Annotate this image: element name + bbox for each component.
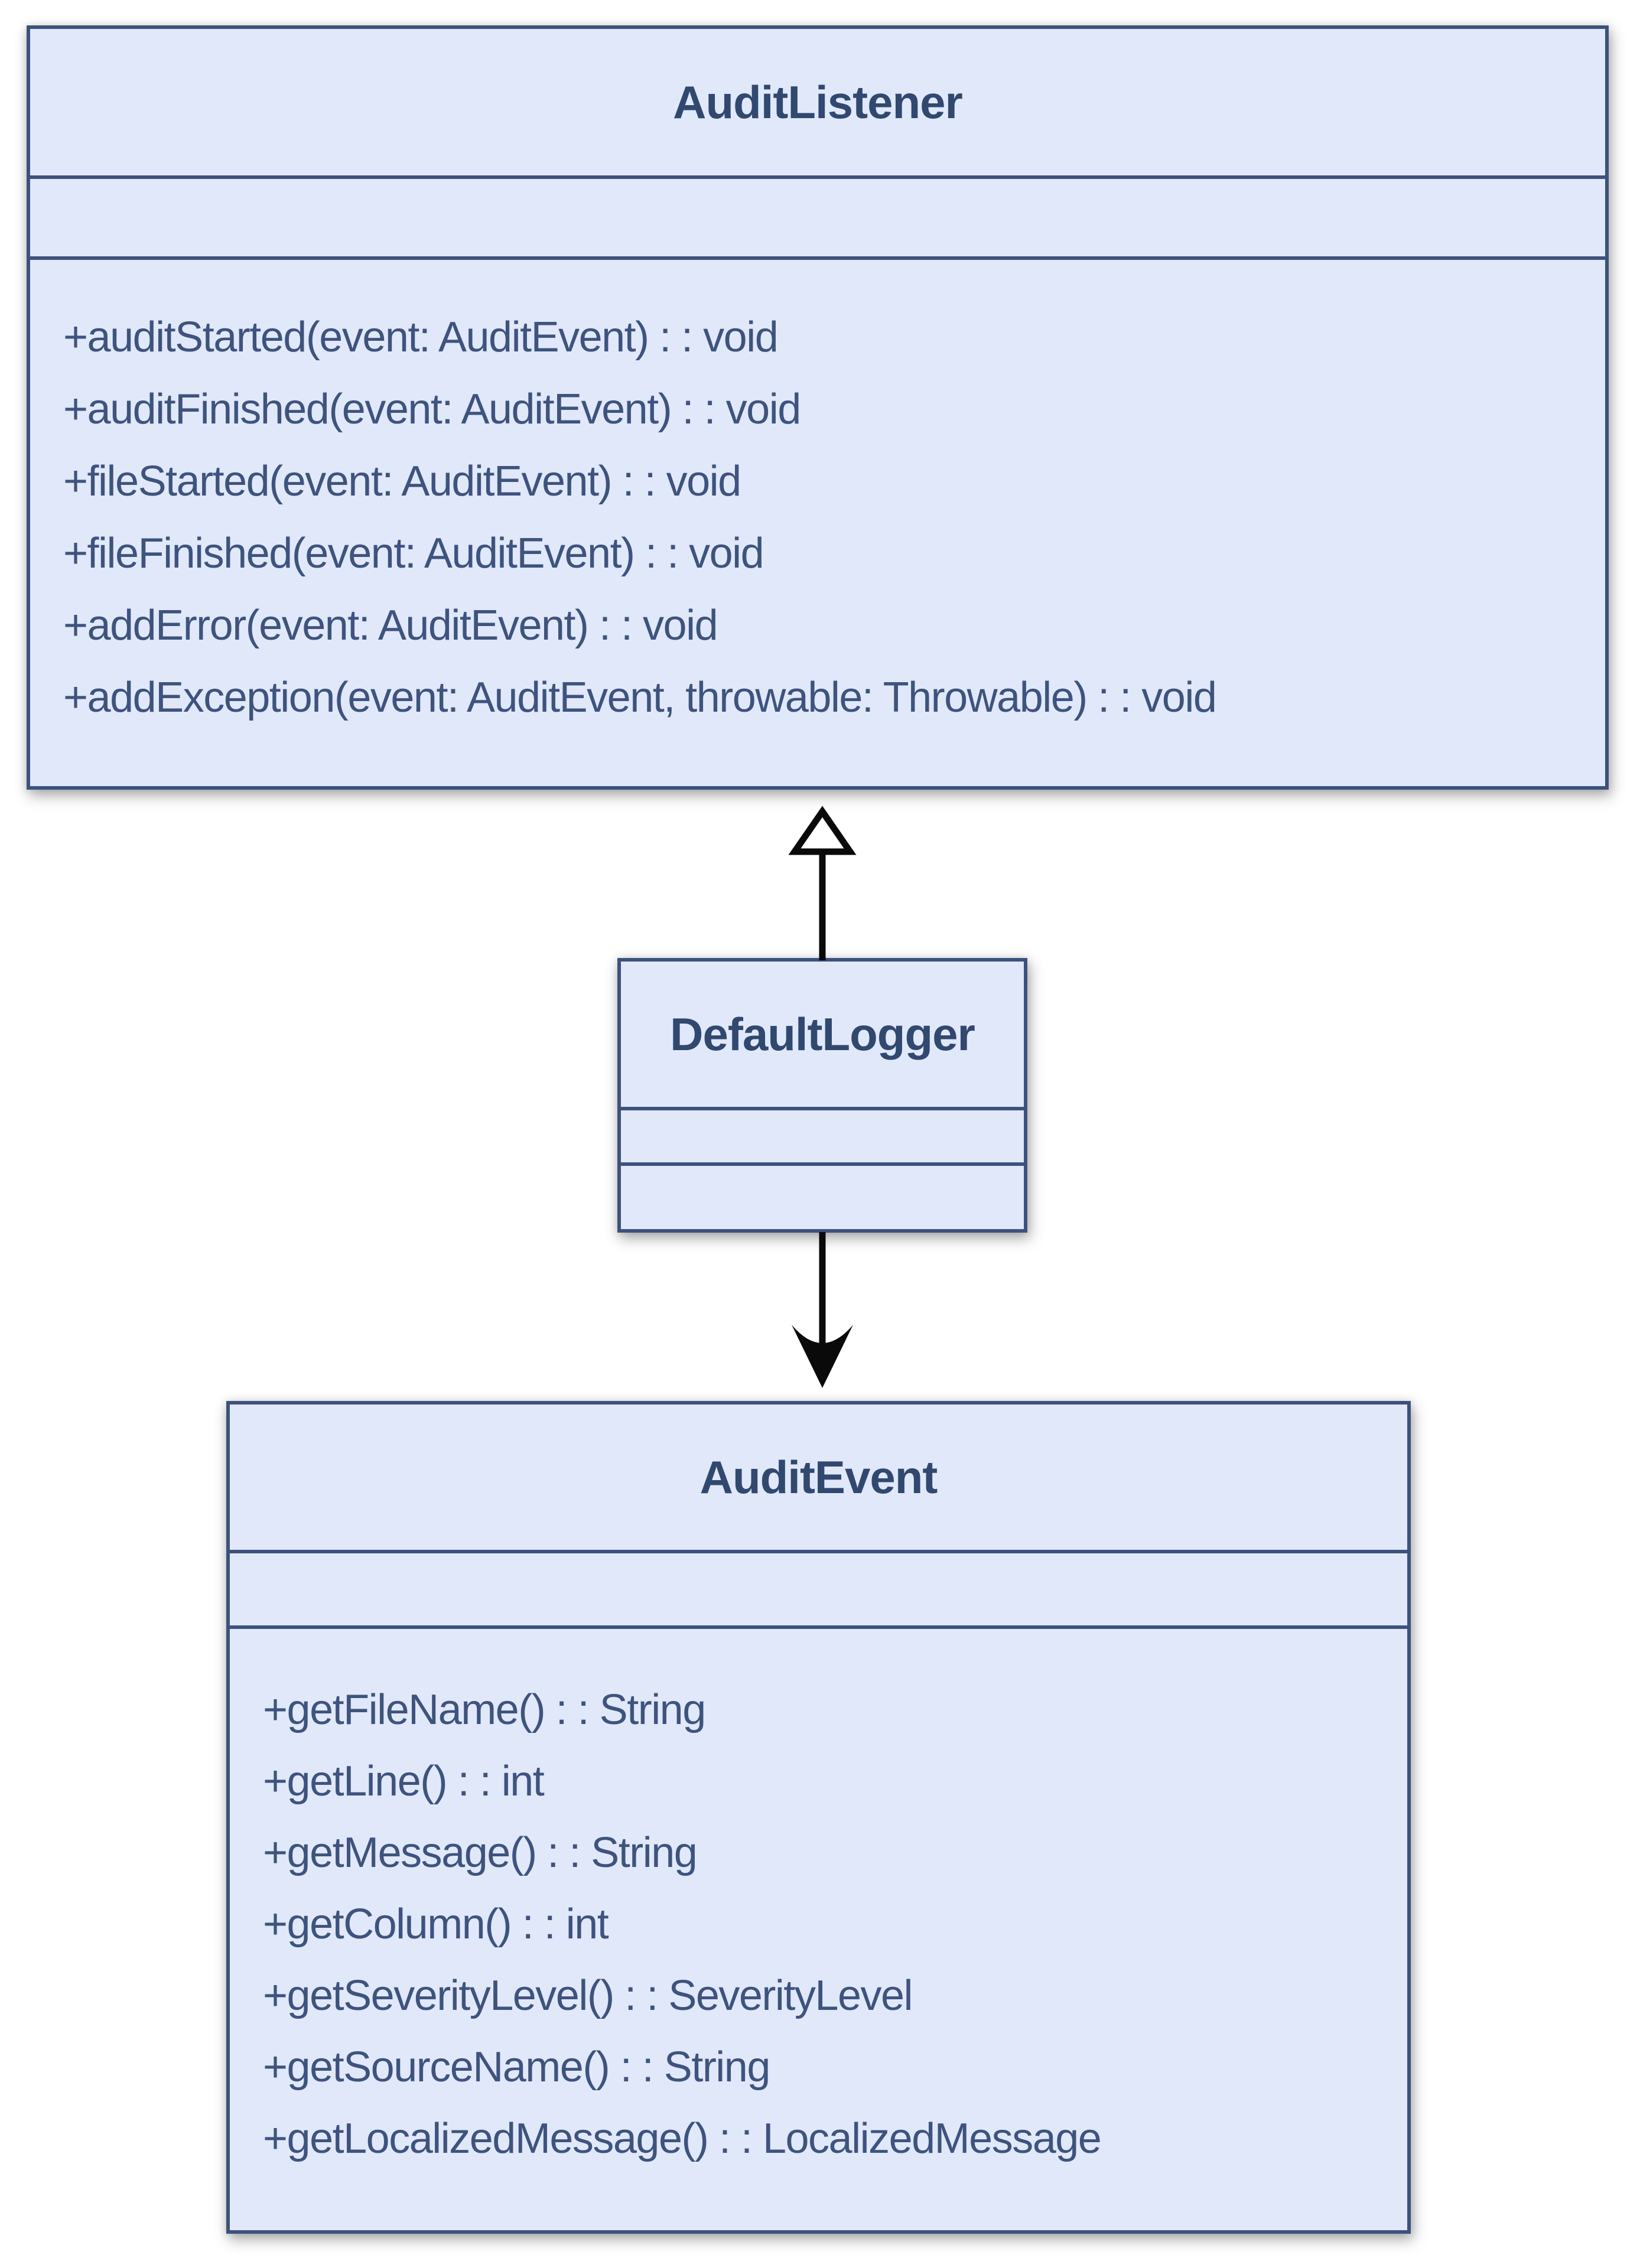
method-row: +auditStarted(event: AuditEvent) : : voi… xyxy=(63,314,779,361)
method-row: +getLocalizedMessage() : : LocalizedMess… xyxy=(263,2114,1102,2162)
class-title-auditlistener: AuditListener xyxy=(30,29,1605,179)
methods-compartment-auditlistener: +auditStarted(event: AuditEvent) : : voi… xyxy=(30,260,1605,786)
class-title-auditevent: AuditEvent xyxy=(230,1405,1407,1553)
method-row: +addError(event: AuditEvent) : : void xyxy=(63,602,718,649)
method-row: +getSourceName() : : String xyxy=(263,2043,770,2091)
class-title-defaultlogger: DefaultLogger xyxy=(621,962,1024,1110)
hollow-triangle-arrowhead-icon xyxy=(788,806,857,855)
method-row: +fileStarted(event: AuditEvent) : : void xyxy=(63,458,741,505)
class-name-label: AuditEvent xyxy=(699,1451,938,1503)
attributes-compartment-auditevent xyxy=(230,1553,1407,1629)
method-row: +auditFinished(event: AuditEvent) : : vo… xyxy=(63,386,801,433)
class-box-defaultlogger: DefaultLogger xyxy=(617,958,1027,1233)
method-row: +getLine() : : int xyxy=(263,1757,545,1805)
class-box-auditevent: AuditEvent +getFileName() : : String +ge… xyxy=(226,1401,1411,2234)
class-name-label: AuditListener xyxy=(673,76,963,128)
methods-compartment-defaultlogger xyxy=(621,1166,1024,1229)
methods-compartment-auditevent: +getFileName() : : String +getLine() : :… xyxy=(230,1629,1407,2230)
method-row: +fileFinished(event: AuditEvent) : : voi… xyxy=(63,530,764,577)
class-box-auditlistener: AuditListener +auditStarted(event: Audit… xyxy=(27,25,1609,790)
open-v-arrowhead-icon xyxy=(792,1325,853,1388)
class-name-label: DefaultLogger xyxy=(670,1008,975,1060)
method-row: +getMessage() : : String xyxy=(263,1829,698,1876)
method-row: +addException(event: AuditEvent, throwab… xyxy=(63,674,1217,721)
attributes-compartment-defaultlogger xyxy=(621,1110,1024,1166)
attributes-compartment-auditlistener xyxy=(30,179,1605,260)
method-row: +getSeverityLevel() : : SeverityLevel xyxy=(263,1972,913,2019)
method-row: +getFileName() : : String xyxy=(263,1686,706,1733)
method-row: +getColumn() : : int xyxy=(263,1900,609,1948)
